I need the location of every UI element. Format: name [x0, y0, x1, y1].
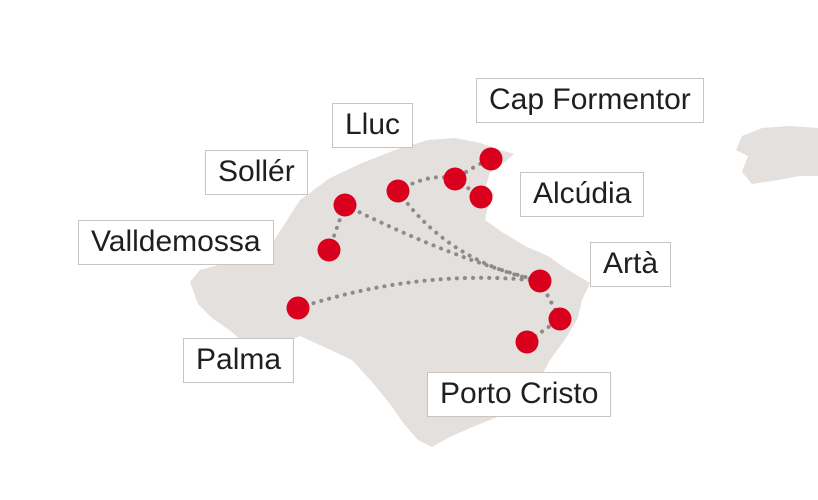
menorca-island	[736, 126, 818, 184]
marker-palma	[286, 296, 310, 320]
label-cap-formentor: Cap Formentor	[476, 78, 704, 123]
marker-cap-formentor	[479, 147, 503, 171]
label-arta: Artà	[590, 242, 672, 287]
marker-alcudia-north	[443, 167, 467, 191]
marker-alcudia	[469, 185, 493, 209]
marker-soller	[333, 193, 357, 217]
label-alcudia: Alcúdia	[520, 172, 645, 217]
label-lluc: Lluc	[332, 103, 414, 148]
route-line	[343, 203, 542, 283]
label-palma: Palma	[183, 338, 295, 383]
marker-valldemossa	[317, 238, 341, 262]
label-porto-cristo: Porto Cristo	[427, 372, 612, 417]
marker-lluc	[386, 179, 410, 203]
place-markers	[286, 147, 572, 354]
label-valldemossa: Valldemossa	[78, 220, 274, 265]
mallorca-island	[190, 138, 590, 447]
route-line	[525, 279, 563, 344]
route-line	[296, 275, 542, 310]
marker-arta	[528, 269, 552, 293]
marker-porto-cristo	[515, 330, 539, 354]
label-soller: Sollér	[205, 150, 308, 195]
marker-porto-east	[548, 307, 572, 331]
